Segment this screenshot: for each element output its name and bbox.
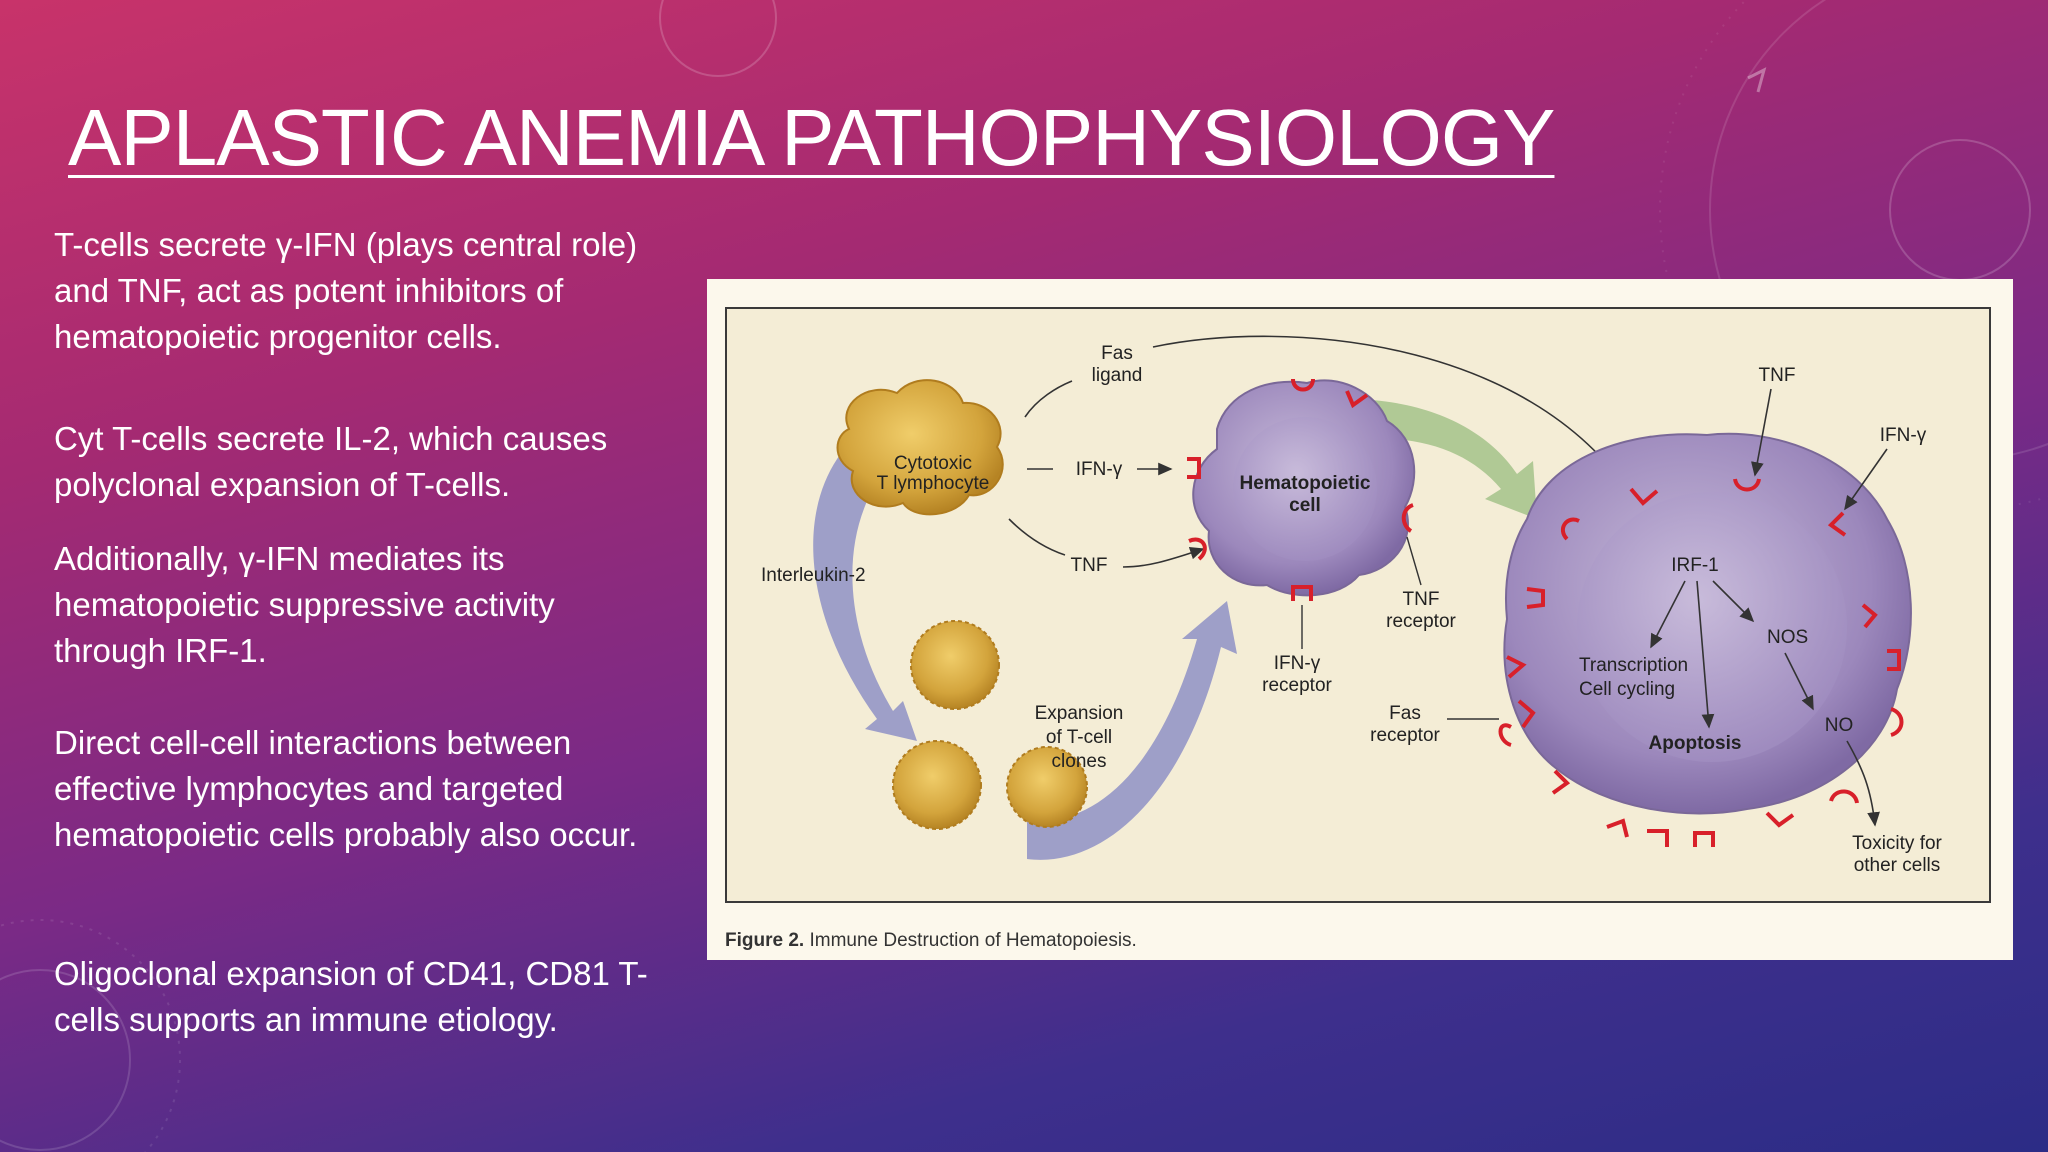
fas-receptor-icon	[1551, 769, 1571, 795]
ifn-receptor-icon	[1647, 829, 1669, 847]
ifn-receptor-icon	[1861, 603, 1878, 629]
expansion-label-3: clones	[1052, 751, 1107, 772]
tnf-receptor-icon	[1733, 478, 1761, 492]
ifn-receptor-icon	[1187, 457, 1201, 479]
tnf-line	[1008, 518, 1066, 556]
expansion-label-1: Expansion	[1035, 703, 1124, 724]
fas-receptor-icon	[1517, 699, 1536, 729]
apoptosis-label: Apoptosis	[1649, 733, 1742, 754]
ifn-receptor-icon	[1291, 585, 1313, 601]
ifn-label: IFN-γ	[1076, 459, 1123, 480]
tnf-receptor-icon	[1188, 537, 1207, 561]
irf1-to-nos-arrow	[1712, 580, 1755, 623]
hematopoietic-cell	[1192, 379, 1416, 597]
tnf-receptor-pointer	[1406, 536, 1422, 586]
cytotoxic-lymphocyte-cell	[836, 379, 1004, 516]
tnf-receptor-icon	[1890, 707, 1904, 737]
fas-ligand-label-2: ligand	[1092, 365, 1143, 386]
no-to-toxicity-arrow	[1846, 740, 1880, 827]
fas-receptor-icon	[1291, 378, 1315, 392]
tnf-receptor-icon	[1560, 517, 1580, 541]
deco-circle	[1889, 139, 2031, 281]
nos-label: NOS	[1767, 627, 1808, 648]
target-cell	[1503, 432, 1912, 815]
t-cell-clone	[1006, 746, 1088, 828]
irf1-label: IRF-1	[1671, 555, 1719, 576]
tnf-receptor-icon	[1829, 789, 1859, 804]
cytotoxic-label-1: Cytotoxic	[894, 453, 972, 474]
interleukin-arrow	[813, 419, 917, 741]
hematopoietic-label-1: Hematopoietic	[1240, 473, 1371, 494]
fas-receptor-label-2: receptor	[1370, 725, 1440, 746]
ifn-receptor-icon	[1827, 511, 1847, 537]
deco-chevron	[1747, 67, 1767, 93]
deco-circle	[659, 0, 777, 77]
figure-caption-label: Figure 2.	[725, 930, 805, 951]
ifn-receptor-label-1: IFN-γ	[1274, 653, 1321, 674]
tnf-right-label: TNF	[1759, 365, 1796, 386]
ifn-right-arrow	[1844, 448, 1888, 511]
figure-panel: Cytotoxic T lymphocyte Expansion of T-ce…	[707, 279, 2013, 960]
t-cell-clone	[892, 740, 982, 830]
cytotoxic-label-2: T lymphocyte	[877, 473, 990, 494]
tnf-receptor-icon	[1401, 503, 1414, 533]
fas-receptor-icon	[1629, 487, 1659, 506]
ifn-receptor-icon	[1526, 587, 1545, 609]
page-title: APLASTIC ANEMIA PATHOPHYSIOLOGY	[68, 93, 1555, 182]
immune-destruction-diagram: Cytotoxic T lymphocyte Expansion of T-ce…	[761, 335, 1943, 876]
bullet-5: Oligoclonal expansion of CD41, CD81 T-ce…	[54, 955, 648, 1038]
tnf-receptor-label-2: receptor	[1386, 611, 1456, 632]
irf1-to-transcription-arrow	[1650, 580, 1686, 649]
tnf-arrow	[1122, 546, 1205, 568]
toxicity-label-1: Toxicity for	[1852, 833, 1942, 854]
fas-receptor-icon	[1345, 390, 1369, 409]
ifn-receptor-icon	[1887, 649, 1901, 671]
fas-receptor-icon	[1506, 655, 1527, 679]
no-label: NO	[1825, 715, 1854, 736]
ifn-right-label: IFN-γ	[1880, 425, 1927, 446]
fas-ligand-label-1: Fas	[1101, 343, 1133, 364]
bullet-1: T-cells secrete γ-IFN (plays central rol…	[54, 226, 638, 355]
ifn-receptor-label-2: receptor	[1262, 675, 1332, 696]
t-cell-clone	[910, 620, 1000, 710]
interleukin-label: Interleukin-2	[761, 565, 866, 586]
tnf-right-arrow	[1751, 388, 1772, 477]
expansion-label-2: of T-cell	[1046, 727, 1112, 748]
ifn-receptor-icon	[1693, 831, 1715, 847]
tnf-receptor-icon	[1498, 723, 1512, 747]
figure-caption: Figure 2. Immune Destruction of Hematopo…	[725, 930, 1137, 952]
tnf-label: TNF	[1071, 555, 1108, 576]
tnf-receptor-label-1: TNF	[1403, 589, 1440, 610]
fas-ligand-line	[1024, 380, 1073, 418]
fas-receptor-label-1: Fas	[1389, 703, 1421, 724]
bullet-4: Direct cell-cell interactions between ef…	[54, 724, 638, 853]
fas-receptor-icon	[1606, 818, 1629, 838]
fas-ligand-arrow	[1152, 335, 1632, 497]
fas-receptor-icon	[1765, 811, 1795, 828]
bullet-3: Additionally, γ-IFN mediates its hematop…	[54, 540, 555, 669]
expansion-arrow	[1027, 601, 1237, 860]
figure-caption-text: Immune Destruction of Hematopoiesis.	[809, 930, 1137, 951]
bullet-2: Cyt T-cells secrete IL-2, which causes p…	[54, 420, 608, 503]
cell-cycling-label: Cell cycling	[1579, 679, 1675, 700]
figure-frame: Cytotoxic T lymphocyte Expansion of T-ce…	[725, 307, 1991, 903]
transcription-label: Transcription	[1579, 655, 1688, 676]
irf1-to-apoptosis-arrow	[1696, 580, 1715, 729]
nos-to-no-arrow	[1784, 652, 1814, 711]
hematopoietic-label-2: cell	[1289, 495, 1321, 516]
toxicity-label-2: other cells	[1854, 855, 1941, 876]
